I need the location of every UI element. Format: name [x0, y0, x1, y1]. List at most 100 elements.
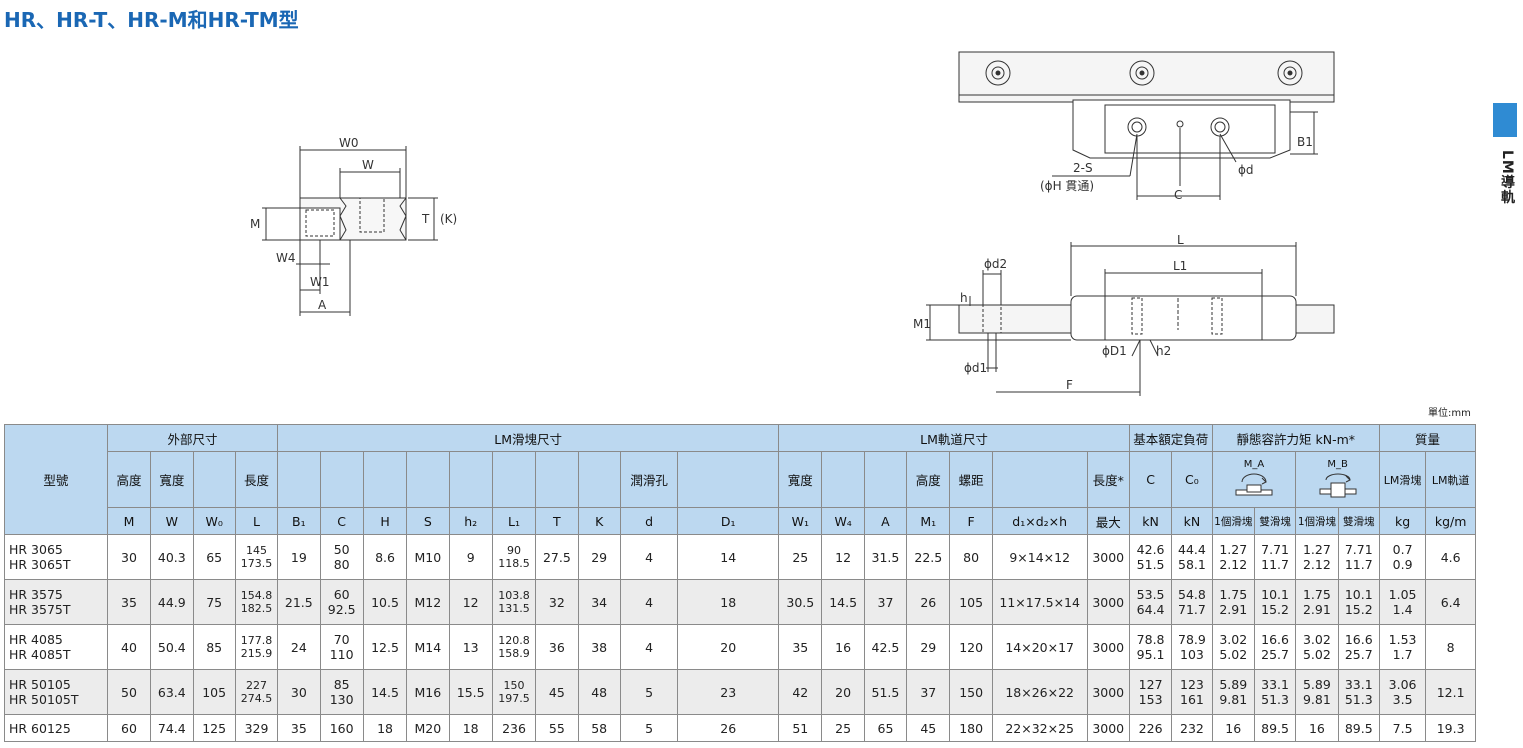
cell-line: 11.7: [1344, 557, 1373, 572]
sym-C: C: [319, 507, 364, 535]
sym-L: L: [234, 507, 279, 535]
sub-ma: M_A: [1211, 451, 1297, 508]
cell-mb1: 16: [1295, 714, 1339, 742]
svg-text:ϕd1: ϕd1: [964, 361, 987, 375]
cell-w: 50.4: [150, 624, 194, 670]
group-mass: 質量: [1378, 424, 1477, 452]
cell-h2: 13: [448, 624, 493, 670]
cell-k: 58: [577, 714, 621, 742]
sub-mass-block: LM滑塊: [1378, 451, 1427, 508]
cell-d1d2h: 18×26×22: [991, 669, 1088, 715]
cell-model: HR 60125: [4, 714, 108, 742]
cell-max: 3000: [1086, 624, 1130, 670]
cell-line: 89.5: [1261, 720, 1289, 736]
cell-s: M12: [406, 579, 450, 625]
cell-line: 58.1: [1178, 557, 1206, 572]
sym-M: M: [106, 507, 152, 535]
cell-line: 5.89: [1219, 677, 1248, 692]
cell-line: 95.1: [1136, 647, 1165, 662]
cell-d: 4: [619, 624, 679, 670]
cell-line: 127: [1138, 677, 1163, 692]
svg-text:F: F: [1066, 378, 1073, 392]
cell-line: HR 3575: [9, 587, 63, 602]
cell-w4: 16: [821, 624, 865, 670]
sub-lube: 潤滑孔: [619, 451, 679, 508]
cell-w1: 30.5: [778, 579, 823, 625]
cell-h: 12.5: [362, 624, 408, 670]
cell-h2: 12: [448, 579, 493, 625]
cell-d: 5: [619, 669, 679, 715]
cell-line: 123: [1180, 677, 1204, 692]
cell-line: 110: [329, 647, 354, 662]
sub-mass-rail: LM軌道: [1425, 451, 1476, 508]
cell-w1: 51: [778, 714, 823, 742]
ma-label: M_A: [1243, 458, 1265, 470]
cell-line: 44.4: [1178, 542, 1206, 557]
cell-line: 177.8: [240, 634, 273, 647]
cell-d1d2h: 14×20×17: [991, 624, 1088, 670]
cell-w4: 14.5: [821, 579, 865, 625]
sym-d1d2h: d₁×d₂×h: [991, 507, 1088, 535]
cell-m: 60: [106, 714, 152, 742]
cell-line: 7.5: [1392, 720, 1413, 736]
cell-kgm: 6.4: [1425, 579, 1476, 625]
cell-m1: 37: [906, 669, 951, 715]
cell-line: 150: [503, 679, 525, 692]
cell-d1d2h: 22×32×25: [991, 714, 1088, 742]
cell-kgm: 4.6: [1425, 534, 1476, 580]
sym-double-block-b: 雙滑塊: [1337, 507, 1380, 535]
cell-d1: 18: [677, 579, 780, 625]
cell-s: M10: [406, 534, 450, 580]
cell-m: 40: [106, 624, 152, 670]
svg-text:M1: M1: [913, 317, 931, 331]
sub-c0: C₀: [1171, 451, 1213, 508]
cell-b1: 24: [277, 624, 321, 670]
cell-w: 63.4: [150, 669, 194, 715]
cell-f: 80: [949, 534, 993, 580]
cell-line: 90: [507, 544, 522, 557]
cell-line: 70: [333, 632, 350, 647]
sym-W1: W₁: [778, 507, 823, 535]
cell-w0: 125: [192, 714, 236, 742]
group-outer: 外部尺寸: [106, 424, 279, 452]
cell-line: 51.3: [1344, 692, 1373, 707]
cell-line: 1.7: [1392, 647, 1413, 662]
cell-line: 3.02: [1219, 632, 1248, 647]
cell-b1: 21.5: [277, 579, 321, 625]
cell-line: 80: [333, 557, 350, 572]
svg-text:ϕD1: ϕD1: [1102, 344, 1127, 358]
cell-line: 158.9: [498, 647, 530, 660]
cell-d1d2h: 9×14×12: [991, 534, 1088, 580]
cell-max: 3000: [1086, 669, 1130, 715]
cell-d1: 26: [677, 714, 780, 742]
sub-rail-height: 高度: [906, 451, 951, 508]
cell-line: HR 3575T: [9, 602, 71, 617]
sym-d: d: [619, 507, 679, 535]
cell-line: 85: [333, 677, 350, 692]
cell-line: 64.4: [1136, 602, 1165, 617]
cell-kgm: 12.1: [1425, 669, 1476, 715]
cell-mb2: 89.5: [1337, 714, 1380, 742]
svg-text:W0: W0: [339, 136, 359, 150]
cell-line: 103: [1180, 647, 1204, 662]
sub-rail-length: 長度*: [1086, 451, 1130, 508]
cell-line: 25.7: [1344, 647, 1373, 662]
sym-kN-c: kN: [1128, 507, 1173, 535]
sym-T: T: [535, 507, 579, 535]
cell-line: 71.7: [1178, 602, 1206, 617]
cell-w4: 20: [821, 669, 865, 715]
cell-w1: 35: [778, 624, 823, 670]
cell-h: 18: [362, 714, 408, 742]
cell-line: 2.12: [1302, 557, 1331, 572]
top-view: B1 2-S (ϕH 貫通) ϕd C: [958, 51, 1335, 202]
